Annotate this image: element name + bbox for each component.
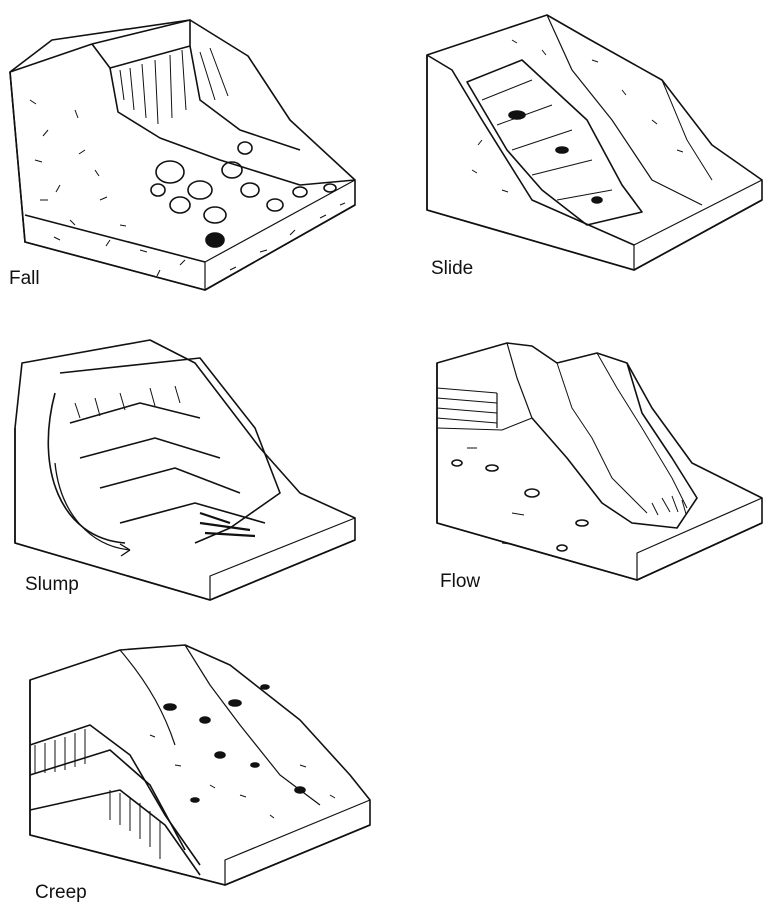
flow-label: Flow: [440, 571, 480, 593]
fall-label: Fall: [9, 268, 40, 290]
flow-diagram: [412, 318, 763, 603]
slide-label: Slide: [431, 258, 473, 280]
slump-label: Slump: [25, 574, 79, 596]
fall-diagram: [0, 0, 360, 300]
slide-diagram: [412, 0, 763, 300]
creep-label: Creep: [35, 882, 87, 904]
slump-diagram: [0, 318, 360, 603]
creep-diagram: [0, 625, 380, 905]
